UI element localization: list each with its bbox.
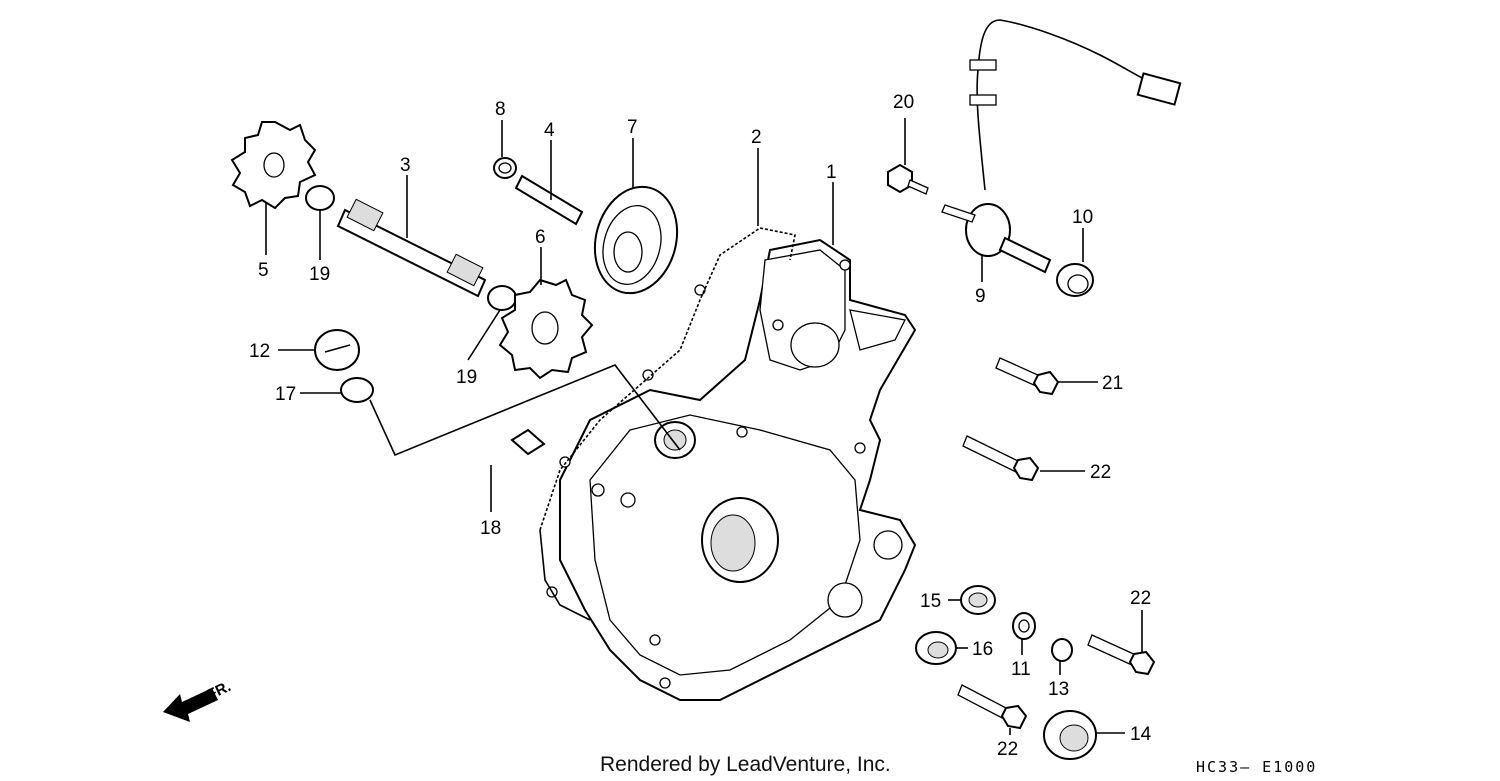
pin-4	[514, 174, 584, 226]
label-part-17: 17	[275, 384, 296, 405]
circlip-13	[1051, 638, 1073, 662]
bolt-21	[995, 357, 1060, 396]
label-part-21: 21	[1102, 373, 1123, 394]
label-part-22-lower: 22	[997, 739, 1018, 760]
label-part-16: 16	[972, 639, 993, 660]
label-part-9: 9	[975, 286, 986, 307]
label-part-18: 18	[480, 518, 501, 539]
part-labels: 1 2 3 4 5 6 7 8 9 10 11 12 13 14 15 16 1…	[249, 92, 1152, 760]
label-part-5: 5	[258, 260, 269, 281]
gear-6	[498, 278, 594, 380]
direction-label: FR.	[205, 678, 234, 704]
label-part-10: 10	[1072, 207, 1093, 228]
bearing-10	[1056, 263, 1094, 297]
circlip-19-lower	[487, 285, 517, 311]
label-part-19-upper: 19	[309, 264, 330, 285]
gear-7	[593, 185, 679, 295]
shaft-3	[336, 198, 487, 298]
crankcase-cover	[546, 238, 917, 701]
bolt-20	[887, 163, 929, 195]
label-part-8: 8	[495, 99, 506, 120]
oil-seal-14	[1043, 710, 1097, 760]
bolt-22-lower	[957, 684, 1028, 730]
label-part-19-lower: 19	[456, 367, 477, 388]
label-part-14: 14	[1130, 724, 1152, 745]
label-part-15: 15	[920, 591, 941, 612]
sensor-9	[941, 19, 1182, 274]
label-part-4: 4	[544, 120, 555, 141]
label-part-20: 20	[893, 92, 914, 113]
collar-8	[493, 157, 517, 179]
rendered-by-credit: Rendered by LeadVenture, Inc.	[600, 753, 891, 776]
label-part-22-upper: 22	[1090, 462, 1111, 483]
label-part-7: 7	[627, 117, 638, 138]
cover-gasket	[539, 227, 796, 531]
bolt-22-right	[1087, 634, 1156, 676]
front-direction-arrow: FR.	[163, 678, 234, 722]
bearing-16	[915, 631, 957, 665]
washer-11	[1012, 612, 1036, 640]
label-part-6: 6	[535, 227, 546, 248]
label-part-13: 13	[1048, 679, 1069, 700]
dowel-18	[510, 428, 546, 456]
label-part-22-right: 22	[1130, 588, 1151, 609]
label-part-12: 12	[249, 341, 270, 362]
gear-5	[230, 121, 317, 210]
label-part-3: 3	[400, 155, 411, 176]
label-part-2: 2	[751, 127, 762, 148]
diagram-code: HC33– E1000	[1196, 758, 1317, 776]
circlip-19-upper	[305, 185, 335, 211]
label-part-11: 11	[1011, 659, 1031, 680]
bearing-15	[960, 585, 996, 615]
o-ring-17	[340, 377, 374, 403]
plug-12	[314, 329, 360, 371]
leader-lines	[265, 118, 1143, 735]
bolt-22-upper	[962, 435, 1040, 482]
label-part-1: 1	[826, 162, 837, 183]
